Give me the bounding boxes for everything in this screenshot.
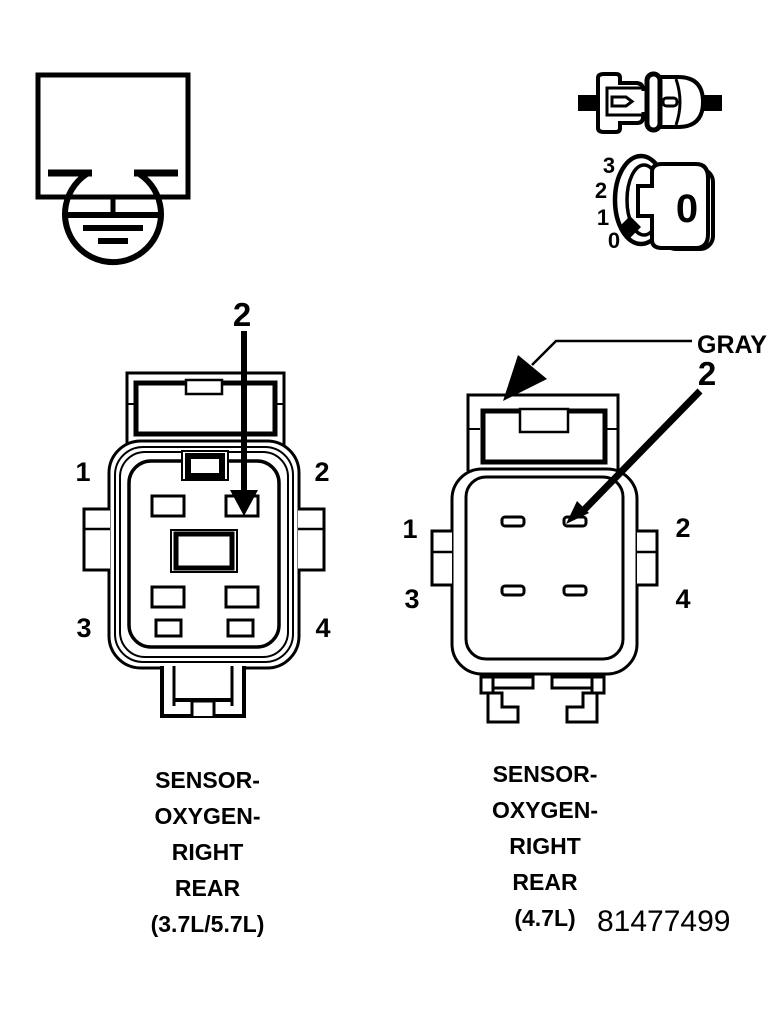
- caption-line: SENSOR-: [492, 761, 598, 787]
- side-wing-left: [430, 529, 452, 587]
- gray-arrowhead: [503, 355, 547, 401]
- index-slot-right: [226, 618, 255, 638]
- part-number: 81477499: [597, 905, 731, 938]
- pin-cavity-1: [150, 494, 186, 518]
- pin-label-4: 4: [315, 613, 330, 643]
- wire-stub-right: [702, 95, 722, 111]
- omega-symbol: [62, 169, 164, 266]
- pin-label-1: 1: [402, 514, 417, 544]
- latch-bar-left: [491, 675, 535, 690]
- callout-arrow-shaft: [579, 388, 703, 515]
- dial-knob: [636, 162, 710, 250]
- dial-scale-2: 2: [595, 178, 607, 203]
- terminal-blade: [610, 95, 635, 108]
- caption-line: RIGHT: [509, 833, 581, 859]
- lock-tab-slot: [184, 378, 224, 396]
- callout-arrowhead: [230, 490, 258, 516]
- pin-cavity-4: [224, 585, 260, 609]
- index-slot-left: [154, 618, 183, 638]
- caption-line: OXYGEN-: [154, 803, 261, 829]
- latch-tab-right: [590, 675, 606, 695]
- left-connector-caption: SENSOR- OXYGEN- RIGHT REAR (3.7L/5.7L): [100, 762, 315, 942]
- right-connector-diagram: 1 2 3 4 GRAY 2: [402, 331, 767, 724]
- caption-line: RIGHT: [171, 839, 244, 865]
- pin-label-2: 2: [675, 513, 690, 543]
- keyway-inner: [173, 531, 235, 571]
- caption-line: REAR: [174, 875, 241, 901]
- dial-icon: 3 2 1 0 0: [595, 153, 715, 253]
- connector-pair-icon: [578, 71, 722, 134]
- pin-label-1: 1: [75, 457, 90, 487]
- pin-label-3: 3: [404, 584, 419, 614]
- caption-line: REAR: [512, 869, 578, 895]
- female-terminal-slot: [661, 96, 679, 108]
- right-connector-caption: SENSOR- OXYGEN- RIGHT REAR (4.7L): [440, 756, 650, 936]
- dial-scale-1: 1: [597, 205, 609, 230]
- side-wing-right: [298, 507, 326, 572]
- latch-slot-inner: [185, 453, 225, 479]
- pin-label-3: 3: [76, 613, 91, 643]
- pin-slot-4: [562, 584, 588, 597]
- female-connector-seam: [674, 78, 682, 126]
- caption-line: (3.7L/5.7L): [150, 911, 265, 937]
- lock-tab-slot: [518, 407, 570, 434]
- gray-leader-line: [531, 339, 692, 366]
- ground-resistance-icon: [35, 72, 191, 266]
- callout-pin2-label: 2: [233, 296, 251, 333]
- dial-scale-0: 0: [608, 228, 620, 253]
- callout-arrowhead: [566, 501, 589, 524]
- pin-label-4: 4: [675, 584, 690, 614]
- dial-scale-3: 3: [603, 153, 615, 178]
- wire-stub-left: [578, 95, 598, 111]
- callout-pin2-label: 2: [698, 355, 716, 392]
- latch-foot-right: [565, 691, 599, 724]
- body-outline-2: [464, 475, 625, 661]
- caption-line: (4.7L): [514, 905, 576, 931]
- dial-pointer-diamond: [619, 216, 641, 238]
- side-wing-left: [82, 507, 110, 572]
- pin-cavity-3: [150, 585, 186, 609]
- connector-color-label: GRAY: [697, 331, 767, 359]
- pin-slot-3: [500, 584, 526, 597]
- latch-bar-right: [550, 675, 594, 690]
- ground-icon-box: [35, 72, 191, 200]
- latch-tab-left: [479, 675, 495, 695]
- latch-foot-left: [486, 691, 520, 724]
- caption-line: OXYGEN-: [491, 797, 599, 823]
- left-connector-diagram: 1 2 3 4 2: [75, 296, 331, 718]
- dial-knob-label: 0: [676, 187, 698, 231]
- bottom-latch-notch: [190, 699, 216, 716]
- pin-label-2: 2: [314, 457, 329, 487]
- caption-line: SENSOR-: [155, 767, 260, 793]
- slot-opening: [640, 91, 648, 112]
- side-wing-right: [637, 529, 659, 587]
- connector-seal-ring: [644, 71, 663, 133]
- pin-slot-1: [500, 515, 526, 528]
